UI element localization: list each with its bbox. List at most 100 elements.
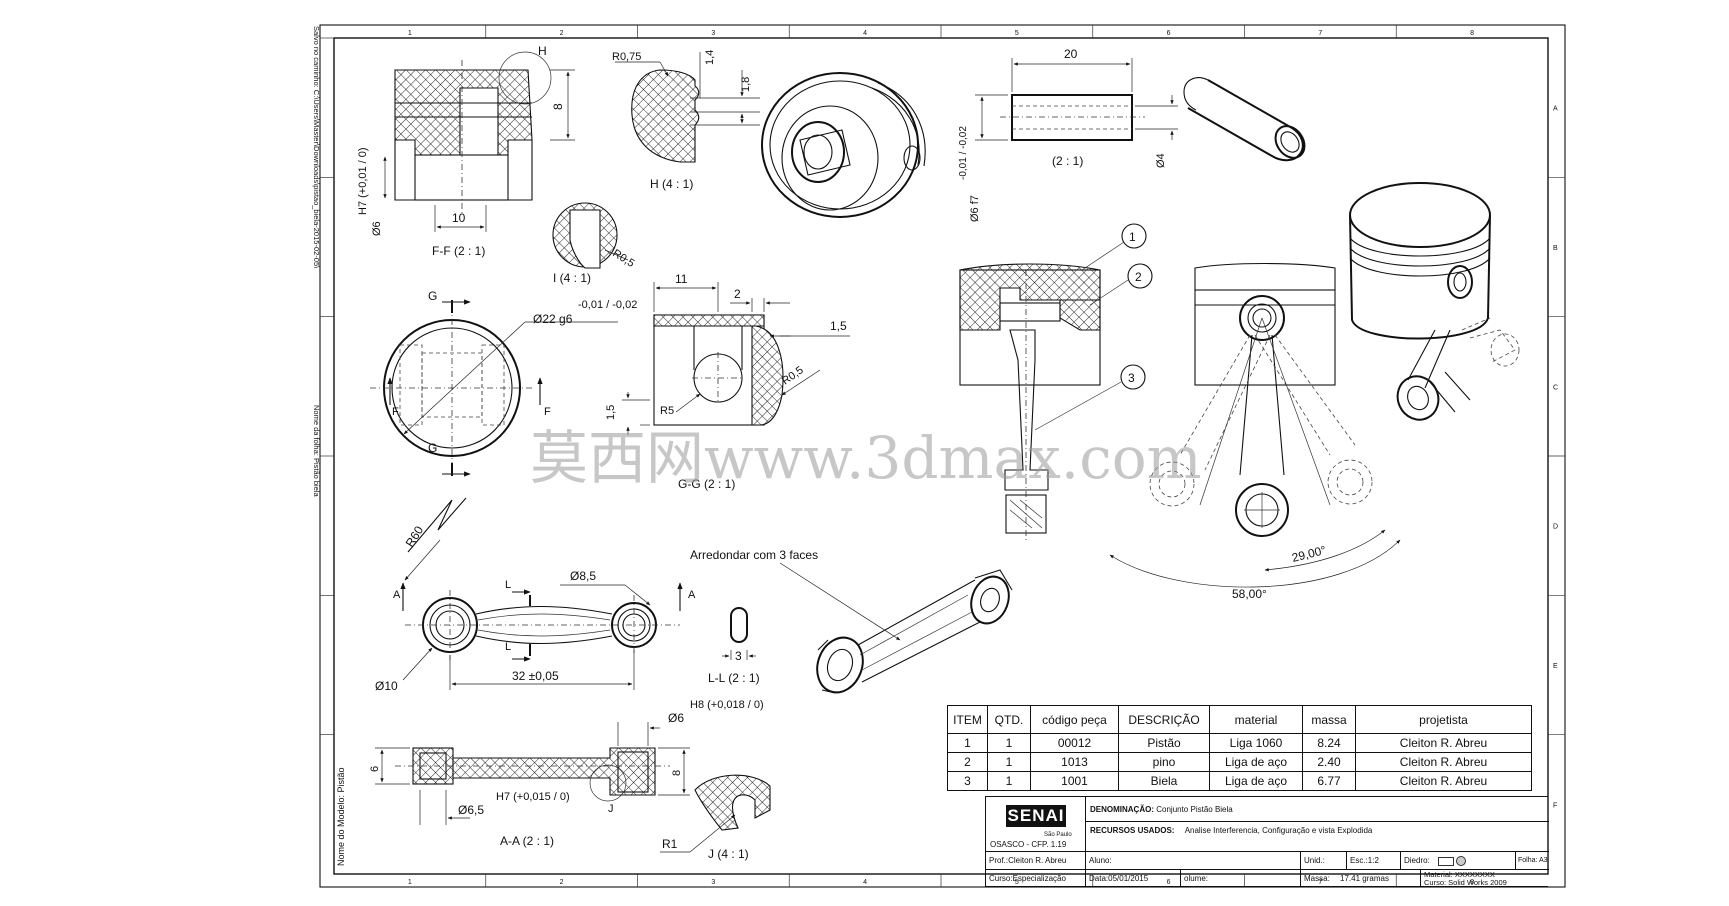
- bom-header-material: material: [1209, 705, 1303, 734]
- recursos-cell: RECURSOS USADOS: Analise Interferencia, …: [1086, 822, 1549, 852]
- balloon-2: 2: [1135, 270, 1142, 284]
- bom-cell: 2.40: [1302, 752, 1356, 772]
- margin-path-text: Salvo no caminho: C:\Users\Master\Downlo…: [312, 26, 321, 269]
- zone-label-top: 2: [560, 30, 564, 37]
- zone-label-top: 5: [1015, 30, 1019, 37]
- zone-label-side: A: [1553, 106, 1558, 113]
- zone-label-top: 3: [711, 30, 715, 37]
- margin-sheet-name: Nome da folha: Pistão biela: [312, 405, 321, 498]
- diedro-cell: Diedro:: [1401, 852, 1516, 870]
- ll-d3: 3: [735, 649, 742, 663]
- bom-cell: Liga de aço: [1209, 771, 1303, 791]
- zone-label-side: F: [1553, 802, 1557, 809]
- esc-cell: Esc.:1:2: [1347, 852, 1401, 870]
- gg-r5: R5: [660, 405, 674, 417]
- biela-a-right: A: [688, 589, 696, 601]
- bom-cell: 1: [987, 752, 1031, 772]
- view-aa-section: [375, 722, 690, 825]
- gg-r05: R0,5: [780, 364, 806, 387]
- bom-header-descricao: DESCRIÇÃO: [1118, 705, 1210, 734]
- unid-cell: Unid.:: [1301, 852, 1347, 870]
- pin-tol: -0,01 / -0,02: [958, 126, 969, 180]
- bom-cell: Liga 1060: [1209, 733, 1303, 753]
- title-block: SENAI São Paulo OSASCO - CFP. 1.19 Prof.…: [985, 796, 1549, 887]
- j-r1: R1: [662, 837, 678, 851]
- biela-a-left: A: [393, 589, 401, 601]
- ff-dim-8: 8: [551, 103, 565, 110]
- angle-29: 29,00°: [1290, 543, 1327, 565]
- pin-d20: 20: [1064, 47, 1078, 61]
- massa-label: Massa:: [1304, 874, 1330, 883]
- recursos-value: Analise Interferencia, Configuração e vi…: [1184, 826, 1373, 835]
- zone-label-top: 7: [1318, 30, 1322, 37]
- bom-cell: 1: [947, 733, 988, 753]
- osasco-label: OSASCO - CFP. 1.19: [990, 840, 1067, 849]
- bom-cell: pino: [1118, 752, 1210, 772]
- zone-label-top: 4: [863, 30, 867, 37]
- bom-cell: 1013: [1030, 752, 1119, 772]
- h-d18: 1,8: [740, 77, 752, 92]
- bom-header-projetista: projetista: [1355, 705, 1532, 734]
- zone-label-top: 8: [1470, 30, 1474, 37]
- material-text: Material: XXXXXXXX: [1424, 870, 1495, 879]
- biela-l-top: L: [505, 579, 511, 591]
- ff-tolerance: H7 (+0,01 / 0): [357, 147, 369, 215]
- aa-j: J: [608, 803, 614, 815]
- projection-icon: [1438, 856, 1455, 866]
- j-view-label: J (4 : 1): [708, 847, 749, 861]
- iso-biela: [779, 562, 1013, 694]
- zone-label-bottom: 5: [1015, 879, 1019, 886]
- view-pin: [975, 58, 1178, 141]
- ff-phi6: Ø6: [371, 221, 383, 236]
- volume-cell: olume:: [1181, 870, 1301, 887]
- view-biela-top: [400, 497, 683, 690]
- top-g-lower: G: [428, 441, 437, 455]
- bom-cell: 6.77: [1302, 771, 1356, 791]
- view-j-detail: [660, 774, 771, 853]
- bom-cell: 8.24: [1302, 733, 1356, 753]
- aluno-cell: Aluno:: [1086, 852, 1301, 870]
- margin-model-name: Nome do Modelo: Pistão: [336, 767, 346, 866]
- bom-cell: 3: [947, 771, 988, 791]
- iso-assembly: [1349, 182, 1520, 421]
- massa-value: 17.41 gramas: [1340, 874, 1389, 883]
- bom-cell: Pistão: [1118, 733, 1210, 753]
- h-d14: 1,4: [704, 50, 716, 65]
- volume-text: olume:: [1184, 874, 1209, 883]
- top-f-left: F: [392, 406, 399, 418]
- bom-row: 2 1 1013 pino Liga de aço 2.40 Cleiton R…: [947, 752, 1532, 772]
- bom-header-qtd: QTD.: [987, 705, 1031, 734]
- curso-cell: Curso:Especialização: [986, 870, 1086, 887]
- view-h-detail: [615, 52, 760, 163]
- ff-label-h: H: [538, 44, 547, 58]
- prof-text: Prof.:Cleiton R. Abreu: [989, 856, 1067, 865]
- bom-row: 1 1 00012 Pistão Liga 1060 8.24 Cleiton …: [947, 733, 1532, 753]
- ff-view-label: F-F (2 : 1): [432, 244, 485, 258]
- bom-cell: 1: [987, 733, 1031, 753]
- view-piston-top: [370, 299, 618, 477]
- round-note: Arredondar com 3 faces: [690, 548, 818, 562]
- zone-label-top: 1: [408, 30, 412, 37]
- balloon-3: 3: [1128, 371, 1135, 385]
- folha-text: Folha: A3: [1518, 857, 1548, 864]
- ff-dim-10: 10: [452, 211, 466, 225]
- zone-label-side: B: [1553, 245, 1558, 252]
- bom-header-item: ITEM: [947, 705, 988, 734]
- zone-label-side: D: [1553, 524, 1558, 531]
- zone-label-side: E: [1553, 663, 1558, 670]
- pin-phi6f7: Ø6 f7: [969, 195, 981, 222]
- data-text: Data:05/01/2015: [1089, 874, 1149, 883]
- biela-r60: R60: [403, 523, 427, 549]
- denominacao-label: DENOMINAÇÃO:: [1090, 805, 1154, 814]
- zone-label-bottom: 2: [560, 879, 564, 886]
- bom-cell: 1001: [1030, 771, 1119, 791]
- aa-h7: H7 (+0,015 / 0): [496, 791, 570, 803]
- senai-sub: São Paulo: [1044, 832, 1072, 838]
- zone-label-bottom: 7: [1318, 879, 1322, 886]
- bom-row: 3 1 1001 Biela Liga de aço 6.77 Cleiton …: [947, 771, 1532, 791]
- iso-pin: [1183, 77, 1306, 162]
- bom-cell: Biela: [1118, 771, 1210, 791]
- bom-header-massa: massa: [1302, 705, 1356, 734]
